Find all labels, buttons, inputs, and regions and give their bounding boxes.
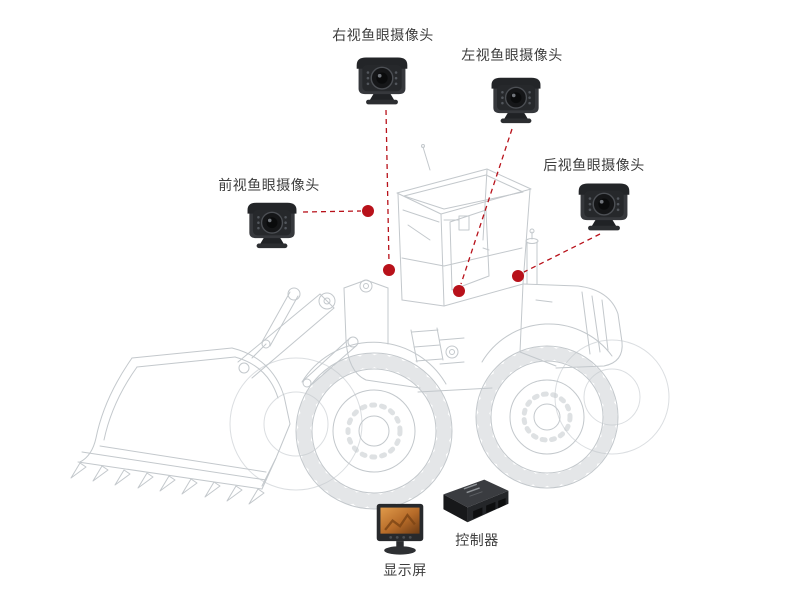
label-right-camera: 右视鱼眼摄像头 bbox=[332, 27, 434, 43]
controller-box-icon bbox=[436, 472, 514, 528]
callout-line-rear bbox=[523, 233, 601, 273]
label-left-camera: 左视鱼眼摄像头 bbox=[461, 47, 563, 63]
right-fisheye-camera-icon bbox=[352, 52, 412, 108]
mount-dot-front bbox=[362, 205, 374, 217]
label-rear-camera: 后视鱼眼摄像头 bbox=[543, 157, 645, 173]
label-display: 显示屏 bbox=[383, 562, 427, 578]
rear-fisheye-camera-icon bbox=[574, 178, 634, 234]
left-fisheye-camera-icon bbox=[487, 72, 545, 127]
mount-dot-left bbox=[453, 285, 465, 297]
monitor-icon bbox=[372, 502, 428, 556]
mount-dot-right bbox=[383, 264, 395, 276]
label-controller: 控制器 bbox=[455, 532, 499, 548]
callout-line-right bbox=[385, 109, 390, 264]
mount-dot-rear bbox=[512, 270, 524, 282]
callout-line-left bbox=[460, 128, 513, 285]
callout-line-front bbox=[302, 210, 362, 213]
front-fisheye-camera-icon bbox=[243, 197, 301, 252]
label-front-camera: 前视鱼眼摄像头 bbox=[218, 177, 320, 193]
